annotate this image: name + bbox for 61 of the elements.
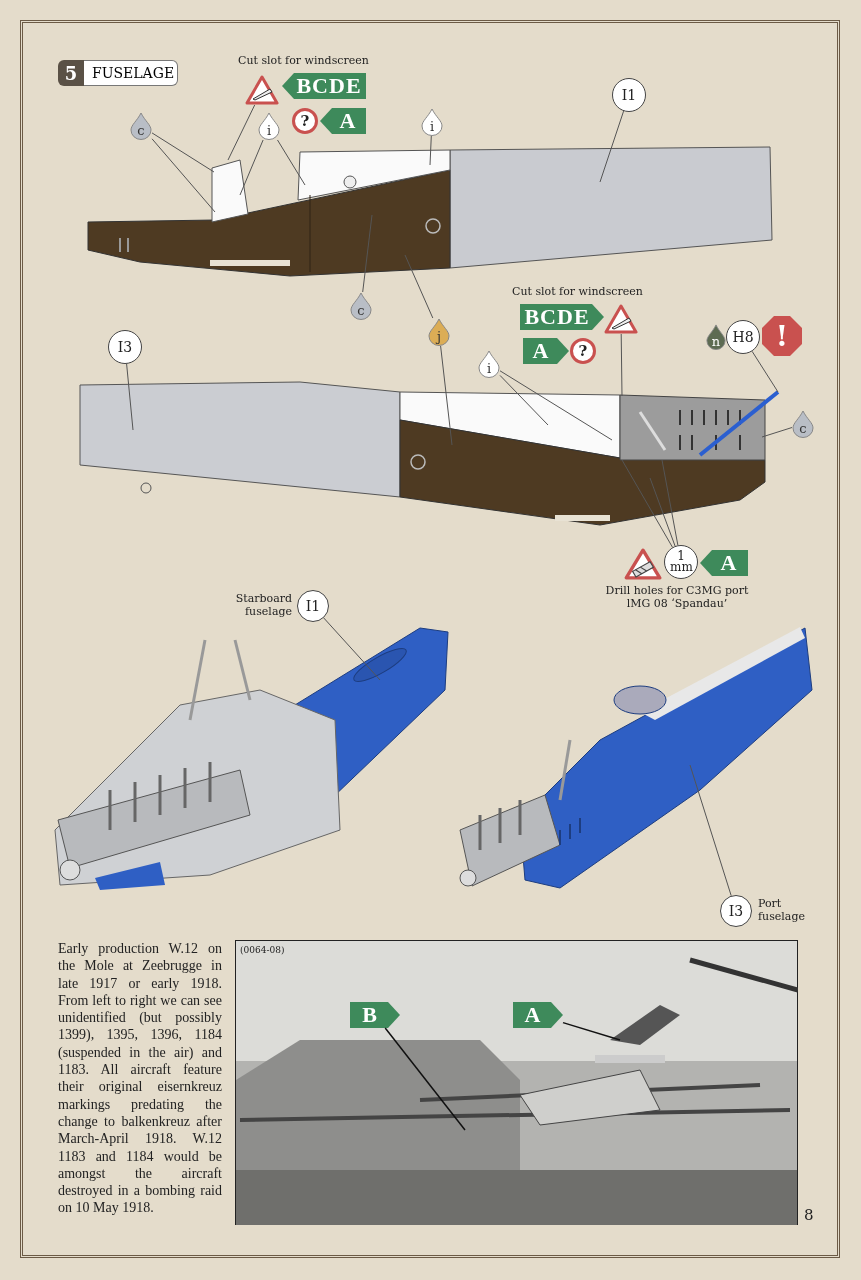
marking-tag: BCDE (520, 304, 604, 330)
leader-line (277, 139, 306, 186)
leader-line (126, 363, 134, 431)
paint-drop: i (258, 112, 280, 140)
paint-drop: c (792, 410, 814, 438)
leader-line (384, 1027, 466, 1131)
paint-drop: n (706, 324, 726, 350)
cut-warning-icon (604, 304, 638, 334)
paint-drop: c (130, 112, 152, 140)
callout-text: Cut slot for windscreen (512, 285, 644, 298)
callout-text: Port fuselage (758, 897, 806, 923)
cut-warning-icon (245, 75, 279, 105)
drill-warning-icon (624, 548, 662, 580)
callout-text: Starboard fuselage (234, 592, 292, 618)
part-number-circle: I3 (108, 330, 142, 364)
leader-line (620, 333, 623, 397)
marking-tag: A (513, 1002, 563, 1028)
part-number-circle: I1 (297, 590, 329, 622)
leader-line (599, 110, 625, 183)
photo-reference: (0064-08) (240, 945, 285, 955)
step-number: 5 (58, 60, 84, 86)
leader-line (649, 477, 676, 547)
paint-drop: i (421, 108, 443, 136)
leader-line (661, 459, 679, 546)
leader-line (499, 374, 549, 426)
leader-line (689, 764, 732, 897)
leader-line (429, 135, 432, 166)
leader-line (761, 427, 793, 438)
part-number-circle: I3 (720, 895, 752, 927)
section-title: FUSELAGE (84, 60, 178, 86)
photo-caption: Early production W.12 on the Mole at Zeebrugge in late 1917 or early 1918. From left to right we can see unidentified (but possibly 1399), 1395, 1396, 1184 (suspended in the air) and 1183. All aircraft feature their original eisernkreuz markings predating the change to balkenkreuz after March-April 1918. W.12 1183 and 1184 would be amongst the aircraft destroyed in a bombing raid on 10 May 1918. (58, 940, 222, 1217)
leader-line (562, 1021, 621, 1041)
marking-tag: A (700, 550, 748, 576)
leader-line (751, 350, 779, 393)
leader-line (499, 370, 613, 441)
leader-line (440, 345, 453, 446)
part-number-circle: H8 (726, 320, 760, 354)
query-circle: ? (570, 338, 596, 364)
leader-line (151, 132, 215, 173)
paint-drop: j (428, 318, 450, 346)
leader-line (362, 214, 373, 293)
part-number-circle: 1 mm (664, 545, 698, 579)
marking-tag: B (350, 1002, 400, 1028)
callout-text: Cut slot for windscreen (238, 54, 370, 67)
query-circle: ? (292, 108, 318, 134)
leader-line (239, 139, 264, 196)
paint-drop: c (350, 292, 372, 320)
paint-drop: i (478, 350, 500, 378)
marking-tag: A (523, 338, 569, 364)
marking-tag: BCDE (282, 73, 366, 99)
leader-line (323, 617, 381, 681)
part-number-circle: I1 (612, 78, 646, 112)
callout-text: Drill holes for C3MG port lMG 08 ‘Spandau’ (604, 584, 750, 610)
fuselage-drawing (85, 145, 775, 280)
leader-line (151, 138, 216, 213)
page-number: 8 (804, 1206, 814, 1224)
leader-line (621, 459, 673, 548)
photograph (235, 940, 798, 1225)
leader-line (227, 104, 256, 161)
marking-tag: A (320, 108, 366, 134)
leader-line (404, 254, 434, 319)
